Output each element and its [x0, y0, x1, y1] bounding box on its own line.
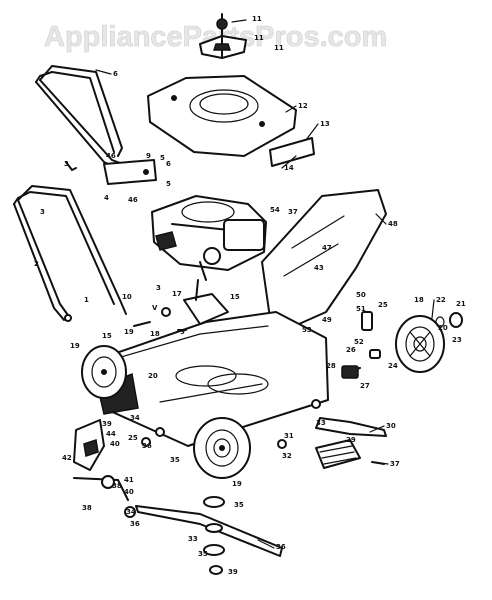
rear-baffle-part	[315, 417, 387, 437]
part-label: 3	[40, 208, 45, 216]
part-label: 1	[84, 296, 89, 304]
part-label: 44	[106, 430, 116, 438]
part-label: 53	[302, 326, 312, 334]
part-label: 38	[82, 504, 92, 512]
wheel-front-left-part	[81, 345, 127, 399]
part-label: 43	[314, 264, 324, 272]
part-label: 6	[166, 160, 171, 168]
engine-part	[151, 195, 267, 281]
part-label: 21	[456, 300, 466, 308]
part-label: 19	[70, 342, 80, 350]
part-label: 35	[170, 456, 180, 464]
part-label: 37	[288, 208, 298, 216]
part-label: 28	[326, 362, 336, 370]
part-label: 3	[64, 160, 69, 168]
part-label: 9	[146, 152, 151, 160]
deflector-spring-part	[315, 439, 385, 469]
part-label: 23	[452, 336, 462, 344]
part-label: 20	[148, 372, 158, 380]
part-label: 22	[436, 296, 446, 304]
wheel-exploded-part	[395, 315, 445, 373]
engine-cover-part	[147, 75, 297, 157]
part-label: 33	[188, 535, 198, 543]
watermark-text: AppliancePartsPros.com	[44, 21, 387, 53]
part-label: 26	[346, 346, 356, 354]
part-label: 34	[126, 508, 136, 516]
part-label: 38	[112, 482, 122, 490]
handle-bracket-part	[65, 159, 157, 185]
part-label: 32	[282, 452, 292, 460]
part-label: 30	[386, 422, 396, 430]
part-label: 11	[274, 44, 284, 52]
grass-catcher-part	[261, 189, 387, 329]
part-label: 40	[124, 488, 134, 496]
part-label: 46	[128, 196, 138, 204]
part-label: 48	[388, 220, 398, 228]
part-label: 27	[360, 382, 370, 390]
part-label: 34	[130, 414, 140, 422]
part-label: 50	[356, 291, 366, 299]
part-label: 17	[172, 290, 182, 298]
part-label: 2	[34, 260, 39, 268]
part-label: 10	[122, 293, 132, 301]
part-label: 36	[142, 442, 152, 450]
deck-hardware-part	[133, 307, 321, 449]
part-label: 20	[438, 324, 448, 332]
part-label: 25	[378, 301, 388, 309]
part-label: 15	[230, 293, 240, 301]
part-label: 39	[102, 420, 112, 428]
part-label: 5	[160, 154, 165, 162]
part-label: 19	[124, 328, 134, 336]
part-label: 35	[198, 550, 208, 558]
part-label: 29	[346, 436, 356, 444]
part-label: 6	[113, 70, 118, 78]
part-label: 40	[110, 440, 120, 448]
part-label: 18	[414, 296, 424, 304]
part-label: 18	[150, 330, 160, 338]
part-label: 4	[104, 194, 109, 202]
wheel-front-right-part	[193, 417, 251, 479]
part-label: 13	[320, 120, 330, 128]
left-bracket-part	[73, 419, 136, 518]
part-label: 37	[390, 460, 400, 468]
lower-handle-part	[13, 185, 127, 322]
part-label: 3	[156, 284, 161, 292]
part-label: 39	[228, 568, 238, 576]
leader-lines	[95, 19, 435, 549]
blade-part	[135, 496, 283, 575]
part-label: 51	[356, 305, 366, 313]
part-label: 49	[322, 316, 332, 324]
part-label: 11	[254, 34, 264, 42]
part-label: 14	[284, 164, 294, 172]
part-label: 42	[62, 454, 72, 462]
part-label: 12	[298, 102, 308, 110]
part-label: 35	[234, 501, 244, 509]
axle-hardware-part	[341, 311, 463, 379]
part-label: 52	[354, 338, 364, 346]
part-label: 15	[102, 332, 112, 340]
deflector-plate-part	[269, 137, 315, 167]
part-label: 41	[124, 476, 134, 484]
part-label: 36	[130, 520, 140, 528]
part-label: 5	[166, 180, 171, 188]
mower-deck-part	[95, 279, 329, 447]
part-label: 31	[284, 432, 294, 440]
part-labels: 11 11 11 12 13 14 6 3 5 6 46 4 46 9 5 54…	[34, 15, 466, 576]
part-label: 33	[316, 419, 326, 427]
part-label: V	[152, 304, 158, 312]
part-label: 54	[270, 206, 280, 214]
part-label: 36	[276, 543, 286, 551]
part-label: 47	[322, 244, 332, 252]
part-label: 11	[252, 15, 262, 23]
part-label: 24	[388, 362, 398, 370]
part-label: 46	[106, 152, 116, 160]
part-label: 25	[128, 434, 138, 442]
part-label: 9	[180, 328, 185, 336]
part-label: 19	[232, 480, 242, 488]
knob-part	[199, 13, 247, 59]
